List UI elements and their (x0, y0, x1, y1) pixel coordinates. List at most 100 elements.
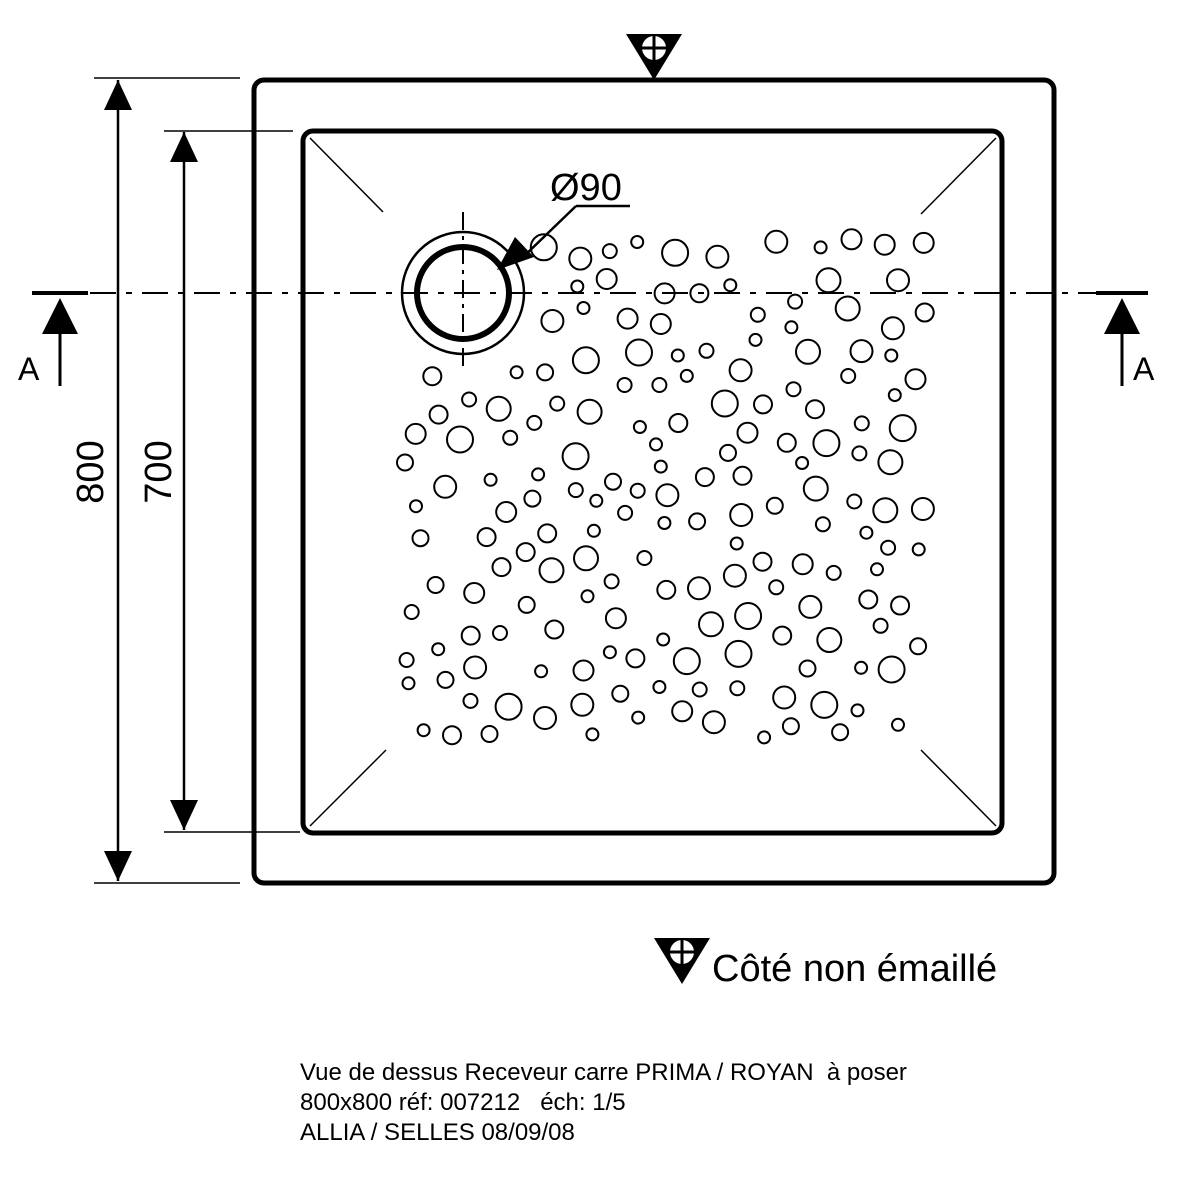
anti-slip-bubble (515, 542, 536, 563)
anti-slip-bubble (887, 388, 902, 403)
title-block: Vue de dessus Receveur carre PRIMA / ROY… (300, 1058, 907, 1148)
anti-slip-bubble (494, 692, 523, 721)
anti-slip-bubble (757, 730, 772, 745)
anti-slip-bubble (810, 690, 839, 719)
inner-basin-outline (300, 128, 1005, 836)
corner-slope-lines (309, 137, 997, 827)
caption-line-3: ALLIA / SELLES 08/09/08 (300, 1119, 575, 1146)
anti-slip-bubble (589, 493, 604, 508)
anti-slip-bubble (813, 240, 828, 255)
anti-slip-bubble (480, 725, 499, 743)
drain-diameter-callout: Ø90 (497, 167, 630, 270)
anti-slip-bubble (671, 700, 694, 723)
anti-slip-bubble (567, 482, 584, 499)
dimension-700-label: 700 (138, 440, 180, 503)
anti-slip-bubble (404, 422, 427, 445)
anti-slip-bubble (517, 595, 536, 614)
anti-slip-bubble (495, 501, 518, 523)
anti-slip-bubble (912, 231, 935, 254)
anti-slip-bubble (870, 562, 884, 577)
anti-slip-bubble (840, 228, 863, 251)
anti-slip-bubble (701, 710, 726, 735)
anti-slip-bubble (850, 703, 865, 718)
anti-slip-bubble (816, 627, 843, 653)
anti-slip-bubble (736, 421, 759, 444)
anti-slip-bubble (785, 381, 802, 398)
anti-slip-bubble (846, 493, 863, 510)
anti-slip-bubble (729, 536, 744, 551)
anti-slip-bubble (776, 432, 797, 453)
anti-slip-bubble (765, 496, 784, 515)
legend-text: Côté non émaillé (712, 948, 998, 990)
anti-slip-bubble (791, 553, 814, 576)
anti-slip-bubble (877, 449, 904, 476)
anti-slip-bubble (691, 681, 708, 698)
anti-slip-bubble (653, 282, 676, 305)
anti-slip-bubble (784, 320, 799, 335)
anti-slip-bubble (625, 648, 646, 669)
anti-slip-bubble (909, 637, 928, 656)
anti-slip-bubble (849, 339, 874, 364)
anti-slip-bubble (698, 342, 715, 359)
anti-slip-bubble (523, 489, 542, 508)
anti-slip-bubble (781, 717, 800, 736)
anti-slip-bubble (602, 645, 617, 660)
caption-line-1: Vue de dessus Receveur carre PRIMA / ROY… (300, 1059, 907, 1086)
anti-slip-bubble (802, 475, 829, 502)
anti-slip-bubble (534, 664, 549, 679)
anti-slip-bubble (411, 529, 430, 548)
anti-slip-bubble (492, 625, 508, 641)
anti-slip-bubble (657, 516, 672, 530)
anti-slip-bubble (798, 594, 823, 619)
anti-slip-bubble (625, 338, 653, 367)
anti-slip-bubble (886, 268, 910, 293)
anti-slip-bubble (422, 366, 443, 387)
anti-slip-bubble (433, 474, 458, 499)
anti-slip-bubble (537, 523, 558, 544)
anti-slip-bubble (787, 293, 804, 310)
anti-slip-bubble (729, 503, 754, 527)
anti-slip-bubble (749, 306, 766, 323)
anti-slip-bubble (911, 542, 926, 557)
anti-slip-bubble (772, 685, 797, 710)
anti-slip-bubble (831, 723, 850, 742)
anti-slip-bubble (616, 307, 639, 330)
anti-slip-bubble (795, 456, 810, 470)
unglazed-side-symbol-legend (654, 938, 710, 984)
anti-slip-bubble (604, 607, 627, 630)
anti-slip-bubble (748, 332, 763, 347)
anti-slip-bubble (732, 465, 753, 486)
anti-slip-bubble (572, 659, 595, 682)
anti-slip-bubble (877, 655, 906, 684)
anti-slip-bubble (872, 617, 889, 634)
anti-slip-bubble (431, 642, 446, 657)
drain-diameter-label: Ø90 (550, 167, 622, 209)
anti-slip-bubble (601, 243, 618, 260)
anti-slip-bubble (396, 453, 414, 472)
dimension-700: 700 (138, 130, 300, 833)
anti-slip-bubble (586, 523, 601, 538)
anti-slip-bubble (859, 525, 874, 540)
anti-slip-bubble (630, 235, 645, 249)
anti-slip-bubble (672, 647, 701, 676)
anti-slip-bubble (570, 692, 595, 717)
anti-slip-bubble-pattern (396, 228, 935, 746)
anti-slip-bubble (723, 278, 738, 293)
anti-slip-bubble (649, 313, 672, 335)
anti-slip-bubble (576, 301, 591, 315)
anti-slip-bubble (904, 368, 927, 391)
section-label-right: A (1133, 351, 1155, 387)
anti-slip-bubble (753, 394, 773, 415)
anti-slip-bubble (416, 723, 431, 738)
anti-slip-bubble (529, 233, 558, 262)
anti-slip-bubble (815, 267, 842, 294)
anti-slip-bubble (509, 365, 524, 380)
anti-slip-bubble (752, 551, 773, 572)
anti-slip-bubble (568, 246, 593, 271)
drain-outlet (400, 212, 526, 372)
anti-slip-bubble (914, 302, 935, 323)
anti-slip-bubble (814, 516, 831, 533)
anti-slip-bubble (825, 564, 842, 581)
anti-slip-bubble (679, 368, 694, 383)
